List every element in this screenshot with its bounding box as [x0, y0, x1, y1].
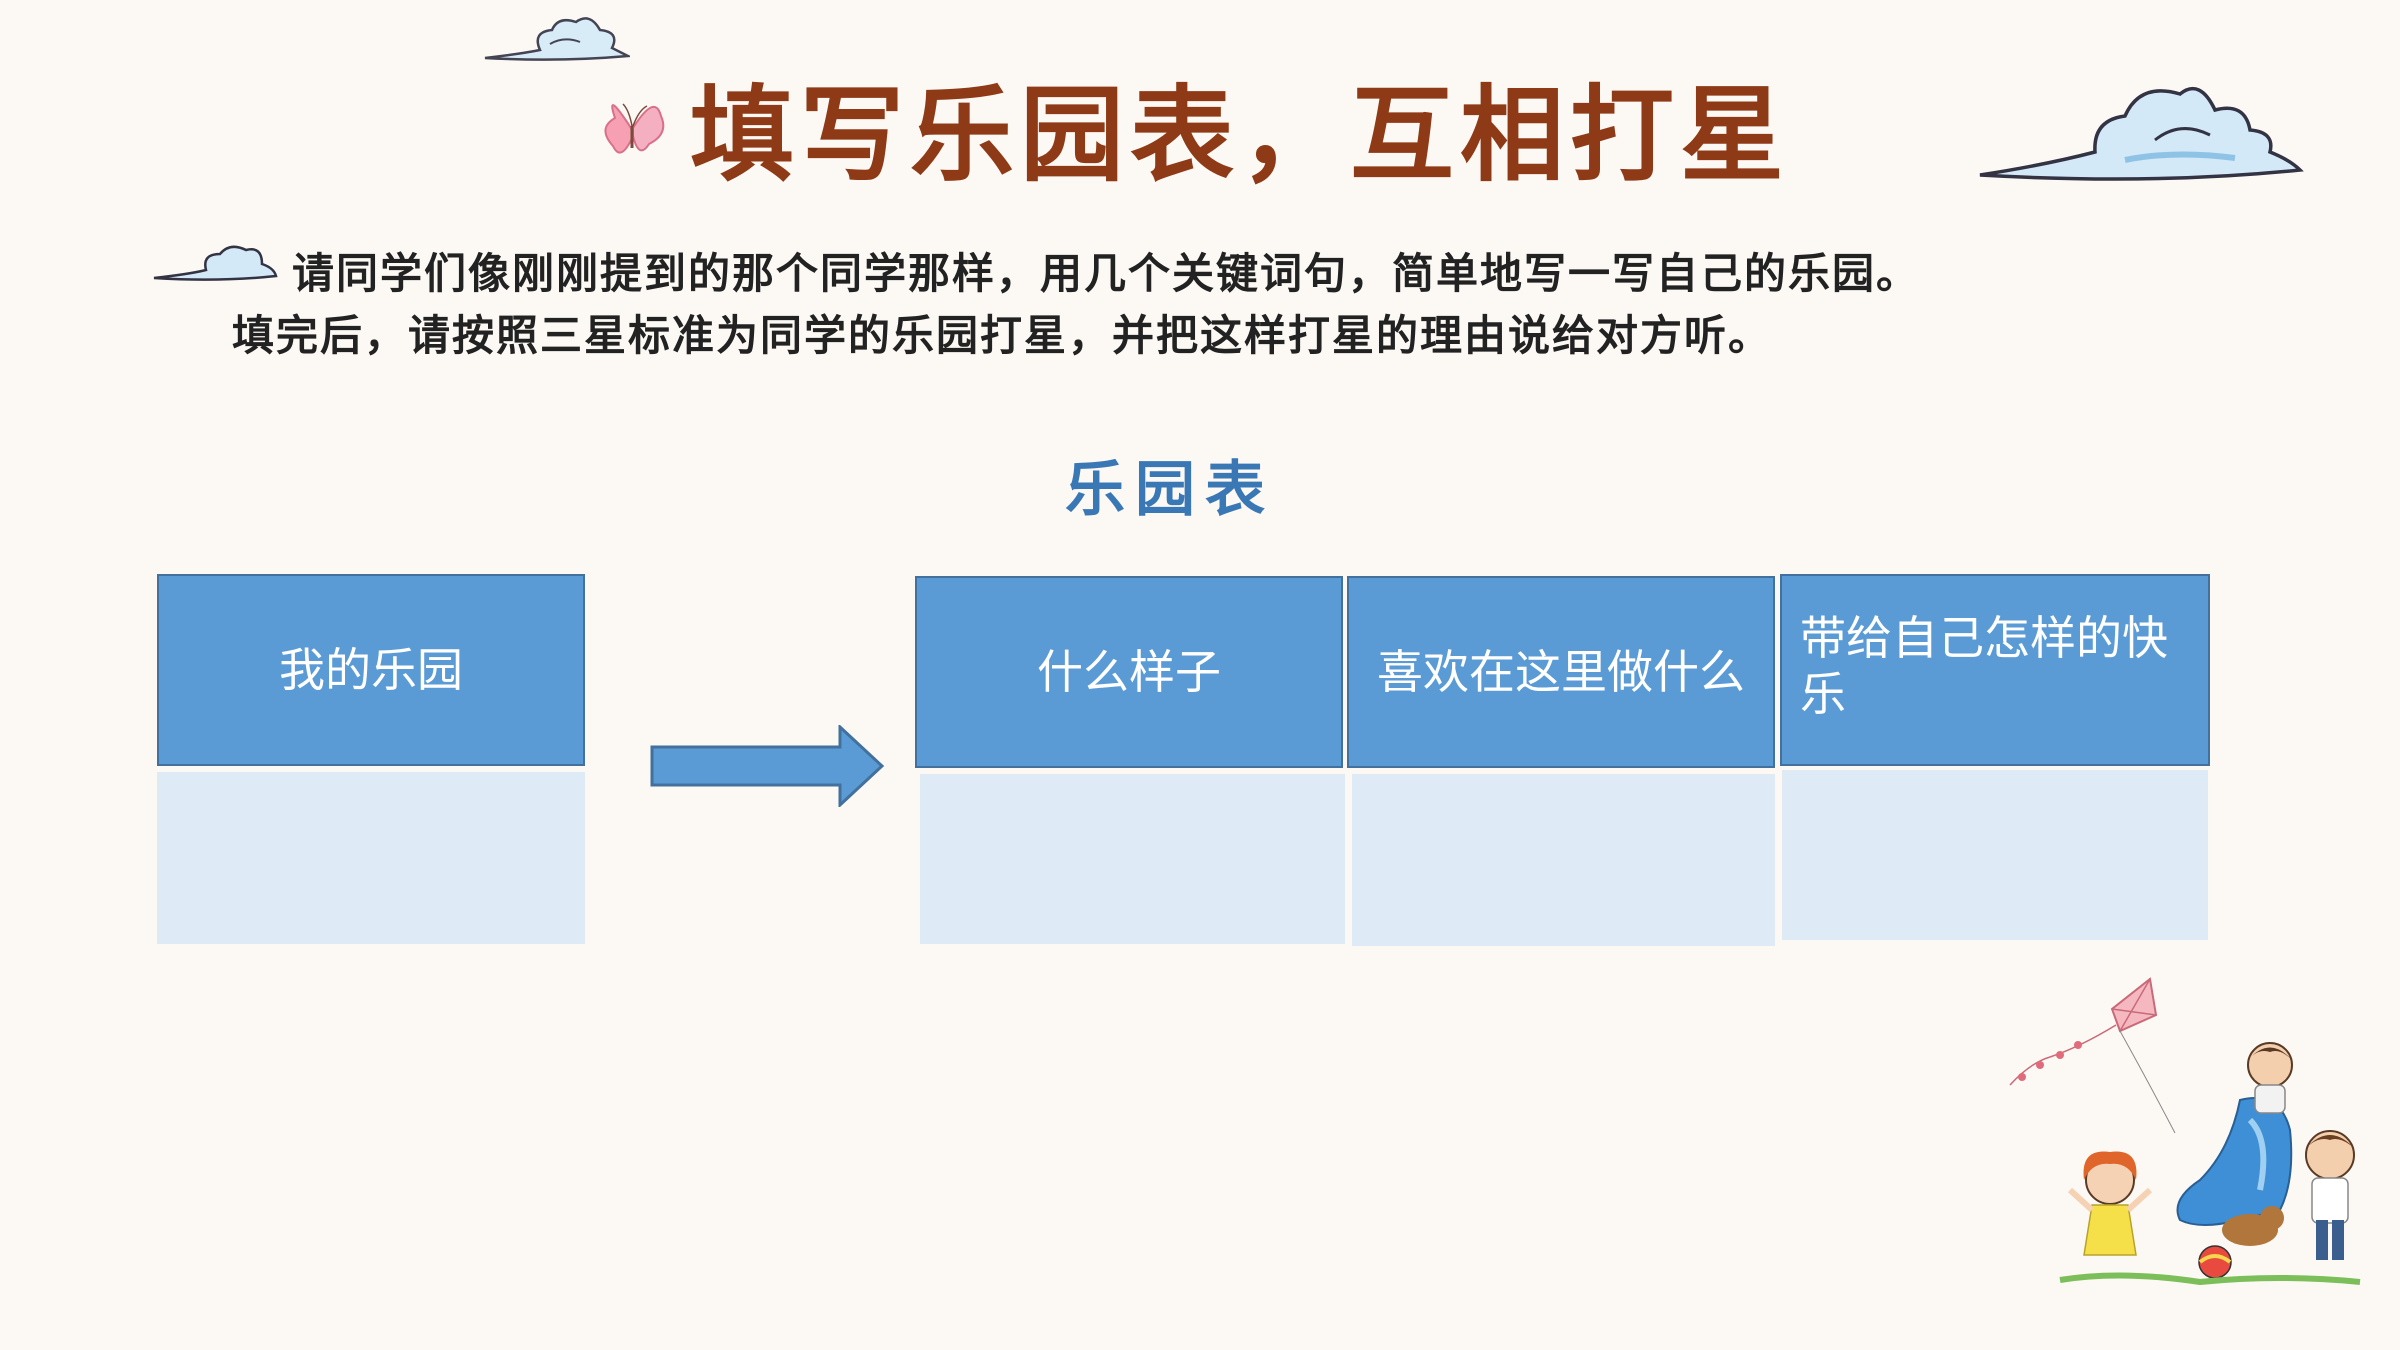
input-cell-what-joy[interactable]: [1782, 770, 2208, 940]
table-title: 乐园表: [1065, 455, 1275, 525]
children-playground-illustration: [2059, 1042, 2361, 1286]
cloud-icon: [153, 245, 278, 281]
header-what-it-looks-like: 什么样子: [915, 576, 1343, 768]
header-my-paradise: 我的乐园: [157, 574, 585, 766]
header-what-joy: 带给自己怎样的快乐: [1780, 574, 2210, 766]
input-cell-my-paradise[interactable]: [157, 772, 585, 944]
butterfly-icon: [604, 103, 665, 154]
instruction-line-1: 请同学们像刚刚提到的那个同学那样，用几个关键词句，简单地写一写自己的乐园。: [292, 249, 1921, 298]
cloud-icon: [1979, 87, 2304, 181]
input-cell-what-to-do-here[interactable]: [1352, 774, 1775, 946]
instruction-line-2: 填完后，请按照三星标准为同学的乐园打星，并把这样打星的理由说给对方听。: [232, 311, 1773, 360]
cloud-icon: [484, 17, 630, 61]
input-cell-what-it-looks-like[interactable]: [920, 774, 1345, 944]
header-what-to-do-here: 喜欢在这里做什么: [1347, 576, 1775, 768]
page-title: 填写乐园表，互相打星: [690, 73, 1791, 196]
arrow-right-icon: [650, 725, 885, 807]
kite-icon: [2009, 977, 2176, 1134]
